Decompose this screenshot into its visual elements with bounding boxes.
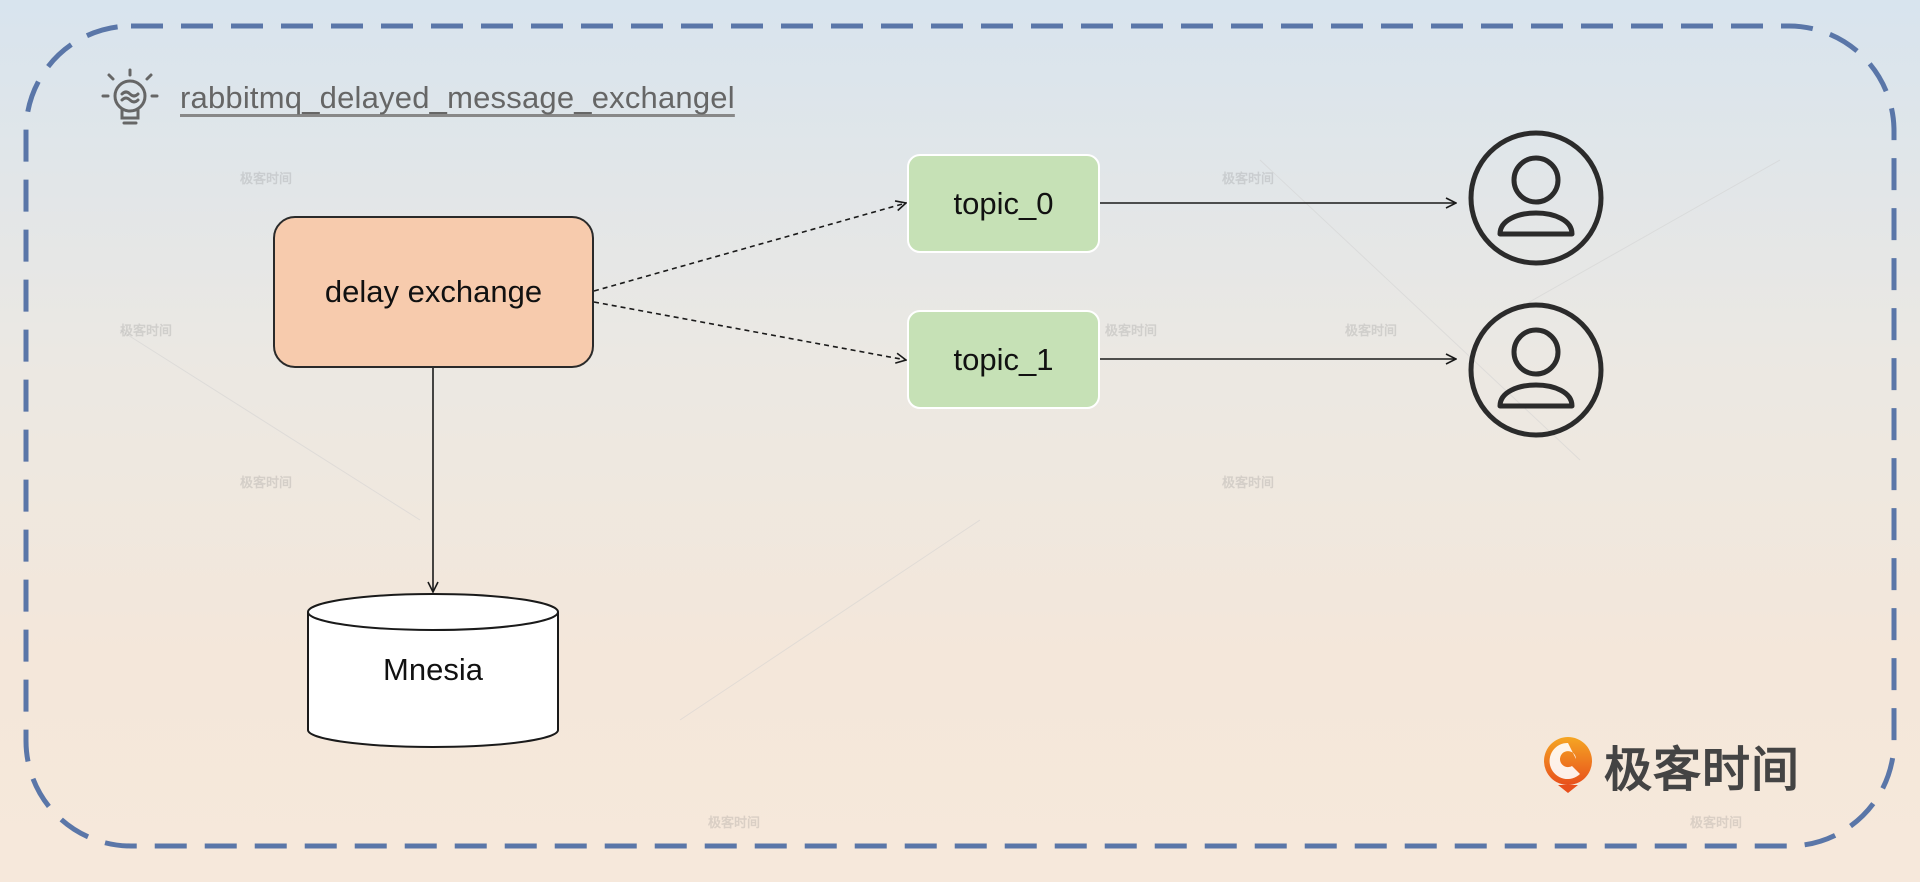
watermark: 极客时间 bbox=[708, 815, 761, 830]
dashed-frame bbox=[23, 23, 1897, 849]
mnesia-label: Mnesia bbox=[383, 652, 483, 687]
brand-logo: 极客时间 bbox=[1540, 730, 1800, 800]
title-text: rabbitmq_delayed_message_exchangel bbox=[180, 80, 735, 115]
brand-logo-text: 极客时间 bbox=[1604, 744, 1801, 797]
watermark: 极客时间 bbox=[120, 323, 173, 338]
topic-1-node: topic_1 bbox=[907, 310, 1100, 409]
watermark: 极客时间 bbox=[1222, 171, 1275, 186]
background-guides bbox=[119, 159, 1781, 721]
arrow-exchange-to-topic0 bbox=[593, 203, 906, 292]
watermark: 极客时间 bbox=[1222, 475, 1275, 490]
watermark: 极客时间 bbox=[240, 171, 293, 186]
delay-exchange-node: delay exchange bbox=[273, 216, 594, 368]
arrow-exchange-to-topic1 bbox=[593, 301, 906, 360]
watermark: 极客时间 bbox=[1690, 815, 1743, 830]
brand-logo-icon bbox=[1544, 737, 1592, 793]
consumer-0-user-icon bbox=[1468, 130, 1604, 266]
consumer-1-user-icon bbox=[1468, 302, 1604, 438]
watermark: 极客时间 bbox=[1105, 323, 1158, 338]
topic-0-node: topic_0 bbox=[907, 154, 1100, 253]
watermark: 极客时间 bbox=[1345, 323, 1398, 338]
lightbulb-icon bbox=[101, 68, 159, 125]
mnesia-database-icon bbox=[307, 593, 559, 748]
watermark: 极客时间 bbox=[240, 475, 293, 490]
diagram-title: rabbitmq_delayed_message_exchangel bbox=[98, 66, 735, 130]
